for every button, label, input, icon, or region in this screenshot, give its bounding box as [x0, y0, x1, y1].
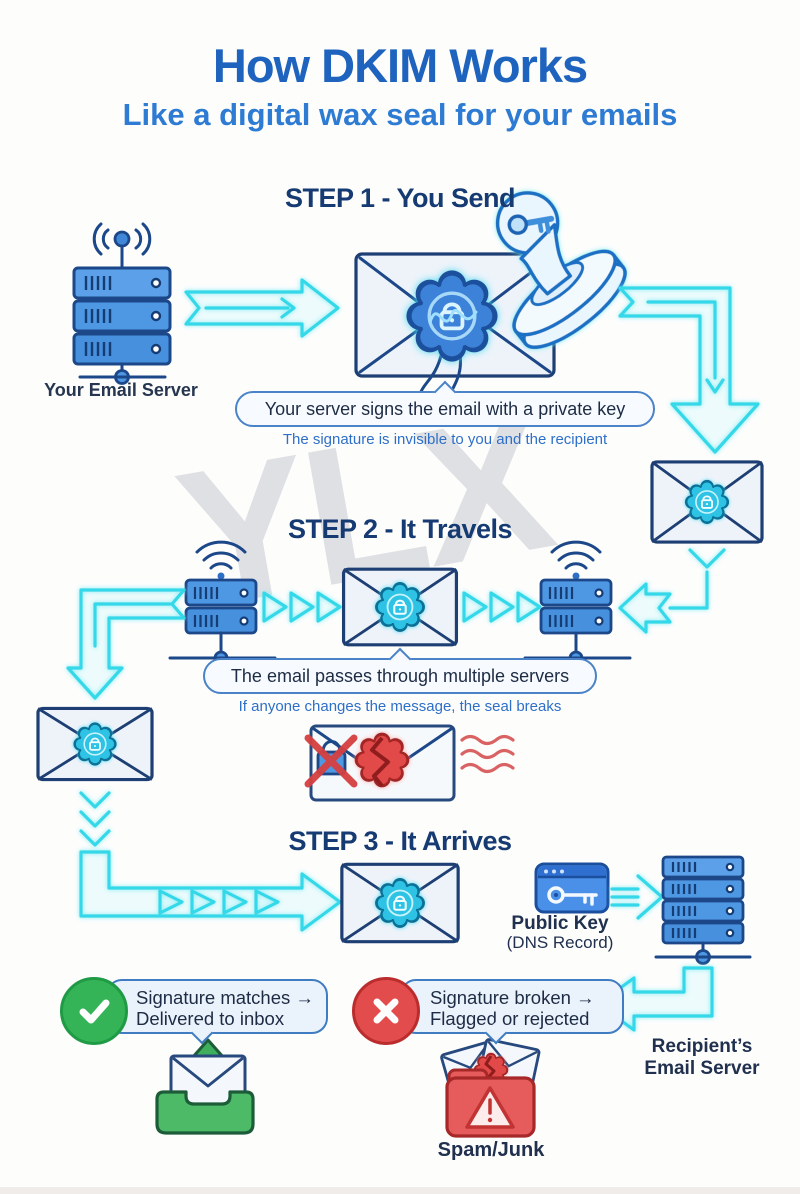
inbox-delivered-icon	[155, 1038, 255, 1135]
step1-caption-text: Your server signs the email with a priva…	[264, 398, 626, 419]
arrow-to-step3-icon	[79, 791, 342, 932]
check-circle-icon	[60, 977, 128, 1045]
your-email-server-icon	[72, 222, 172, 385]
fail-line1: Signature broken →	[430, 987, 595, 1008]
spam-junk-label: Spam/Junk	[437, 1139, 545, 1161]
stamp-with-key-icon	[495, 191, 627, 349]
bottom-edge-strip	[0, 1187, 800, 1194]
step1-hint: The signature is invisible to you and th…	[282, 431, 608, 448]
subtitle: Like a digital wax seal for your emails	[122, 97, 678, 132]
step2-heading: STEP 2 - It Travels	[287, 514, 513, 544]
x-circle-icon	[352, 977, 420, 1045]
key-icon	[507, 214, 555, 235]
recipient-label-line1: Recipient’s	[651, 1036, 753, 1057]
recipient-label-line2: Email Server	[644, 1058, 760, 1079]
tamper-waves-icon	[460, 734, 515, 774]
step1-caption: Your server signs the email with a priva…	[235, 391, 655, 427]
recipient-server-label: Recipient’s Email Server	[616, 1036, 788, 1080]
crossed-padlock-icon	[304, 734, 358, 788]
spam-junk-folder-icon	[440, 1038, 541, 1138]
step2-caption: The email passes through multiple server…	[203, 658, 597, 694]
relay-server-right-icon	[523, 540, 632, 666]
key-glyph-icon	[547, 886, 598, 906]
step2-hint: If anyone changes the message, the seal …	[238, 698, 562, 715]
arrow-into-step2-icon	[618, 548, 726, 634]
travelling-envelope-icon	[341, 567, 459, 647]
broken-seal-envelope-icon	[304, 724, 515, 802]
arrow-step1-down-icon	[618, 286, 760, 454]
public-key-label: Public Key	[511, 913, 609, 934]
step3-heading: STEP 3 - It Arrives	[288, 826, 512, 856]
success-line2: Delivered to inbox	[136, 1008, 285, 1029]
fail-line2: Flagged or rejected	[430, 1008, 590, 1029]
your-email-server-label: Your Email Server	[44, 380, 198, 400]
step2-caption-text: The email passes through multiple server…	[230, 665, 570, 686]
flow-triangles-left-icon	[262, 591, 342, 623]
signature-matches-box: Signature matches → Delivered to inbox	[106, 979, 328, 1034]
signature-broken-box: Signature broken → Flagged or rejected	[400, 979, 624, 1034]
arrow-step1-right-icon	[184, 278, 340, 338]
arrived-envelope-icon	[340, 862, 460, 944]
main-title: How DKIM Works	[212, 39, 588, 92]
arrow-step2-to-envelope-icon	[66, 588, 186, 700]
flow-triangles-right-icon	[462, 591, 542, 623]
success-line1: Signature matches →	[136, 987, 314, 1008]
public-key-dns-icon	[534, 862, 610, 914]
relay-server-left-icon	[168, 540, 277, 666]
warning-triangle-icon	[465, 1086, 515, 1129]
sealed-envelope-left-icon	[36, 706, 154, 782]
recipient-server-icon	[654, 855, 752, 965]
arrow-key-to-server-icon	[610, 874, 664, 920]
step1-heading: STEP 1 - You Send	[284, 183, 516, 213]
dns-record-label: (DNS Record)	[506, 933, 614, 952]
